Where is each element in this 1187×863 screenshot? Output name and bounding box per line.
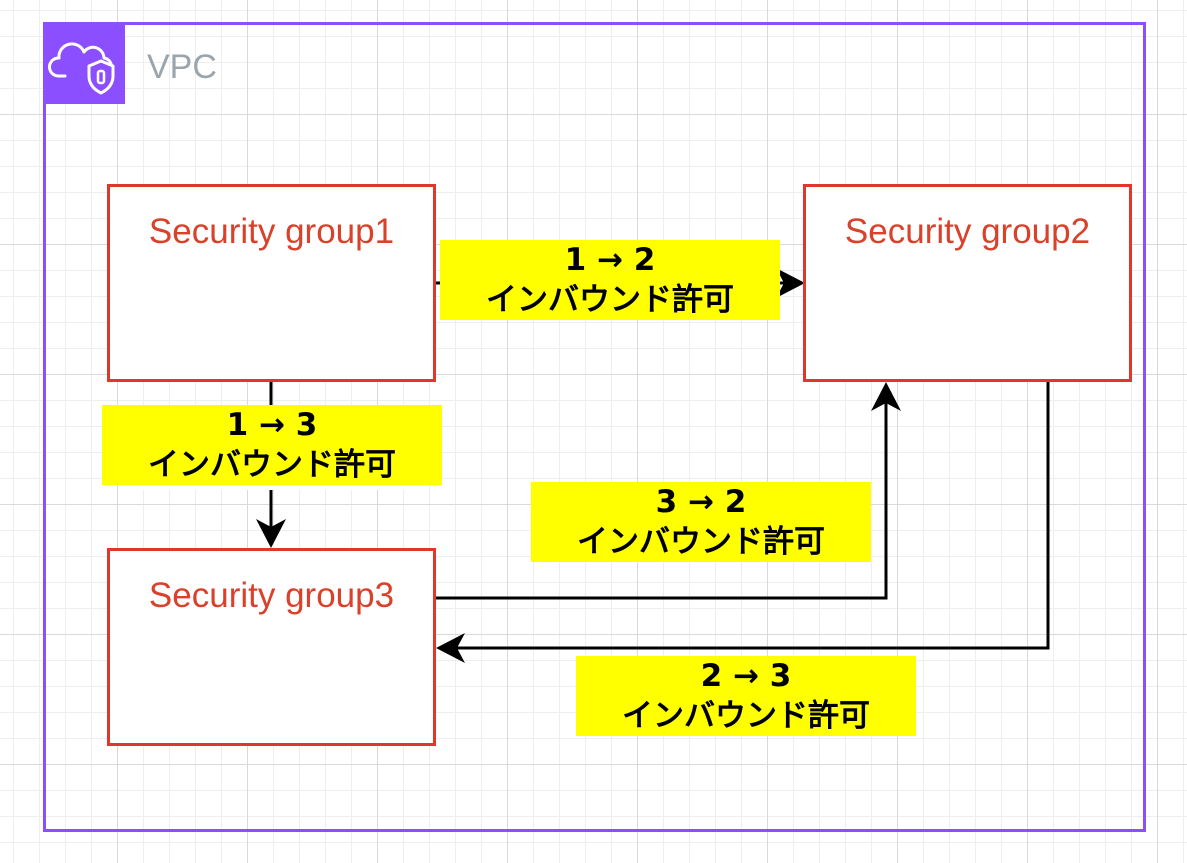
security-group-1-title: Security group1 xyxy=(148,212,395,251)
flow-label-1-to-2: 1 → 2 インバウンド許可 xyxy=(440,240,780,320)
security-group-1[interactable]: Security group1 xyxy=(107,184,436,382)
flow-label-3-to-2: 3 → 2 インバウンド許可 xyxy=(531,482,871,562)
arrow-3-to-2 xyxy=(436,382,901,600)
vpc-icon xyxy=(43,22,125,104)
flow-text: インバウンド許可 xyxy=(147,447,397,483)
security-group-2[interactable]: Security group2 xyxy=(803,184,1132,382)
flow-label-2-to-3: 2 → 3 インバウンド許可 xyxy=(576,656,916,736)
vpc-label: VPC xyxy=(147,48,217,86)
vpc-container xyxy=(43,22,1146,832)
flow-route: 1 → 3 xyxy=(225,407,319,443)
flow-route: 2 → 3 xyxy=(699,658,793,694)
flow-text: インバウンド許可 xyxy=(485,282,735,318)
flow-label-1-to-3: 1 → 3 インバウンド許可 xyxy=(102,405,442,485)
security-group-2-title: Security group2 xyxy=(844,212,1091,251)
flow-route: 3 → 2 xyxy=(654,484,748,520)
security-group-3[interactable]: Security group3 xyxy=(107,548,436,746)
flow-text: インバウンド許可 xyxy=(621,698,871,734)
security-group-3-title: Security group3 xyxy=(148,576,395,615)
arrow-2-to-3 xyxy=(436,382,1050,663)
flow-text: インバウンド許可 xyxy=(576,524,826,560)
flow-route: 1 → 2 xyxy=(563,242,657,278)
